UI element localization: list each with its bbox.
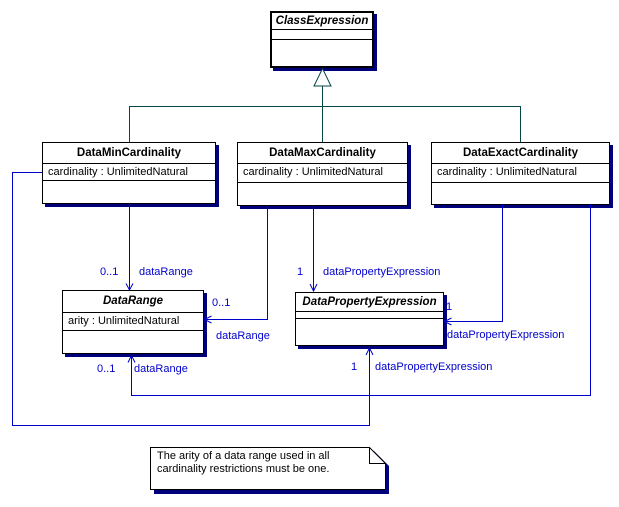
class-title: DataPropertyExpression (296, 293, 443, 312)
arrowhead-icon (203, 315, 212, 324)
uml-class-classexpression: ClassExpression (270, 11, 374, 68)
class-title: DataMinCardinality (43, 143, 215, 164)
class-attribute: cardinality : UnlimitedNatural (238, 164, 407, 183)
class-title: DataMaxCardinality (238, 143, 407, 164)
arrowhead-icon (365, 346, 374, 356)
role-label: dataPropertyExpression (447, 329, 565, 341)
class-attribute: cardinality : UnlimitedNatural (43, 164, 215, 181)
multiplicity-label: 0..1 (100, 266, 119, 278)
multiplicity-label: 1 (446, 301, 453, 313)
uml-class-datamincardinality: DataMinCardinality cardinality : Unlimit… (42, 142, 216, 204)
class-attribute-compartment (296, 312, 443, 319)
arrowhead-icon (127, 354, 136, 363)
multiplicity-label: 0..1 (212, 297, 231, 309)
association-exact-dpe (444, 204, 503, 322)
uml-class-datarange: DataRange arity : UnlimitedNatural (62, 290, 204, 354)
class-title: DataExactCardinality (432, 143, 609, 164)
class-title: ClassExpression (272, 13, 372, 30)
uml-note-text: The arity of a data range used in all ca… (157, 450, 372, 476)
role-label: dataPropertyExpression (323, 266, 441, 278)
multiplicity-label: 1 (351, 361, 358, 373)
class-title: DataRange (63, 291, 203, 313)
uml-class-datamaxcardinality: DataMaxCardinality cardinality : Unlimit… (237, 142, 408, 206)
arrowhead-icon (443, 317, 452, 326)
role-label: dataRange (216, 330, 270, 342)
multiplicity-label: 1 (297, 266, 304, 278)
note-text-line: The arity of a data range used in all (157, 450, 330, 462)
generalization-branch-line (129, 106, 521, 142)
uml-class-dataexactcardinality: DataExactCardinality cardinality : Unlim… (431, 142, 610, 205)
role-label: dataRange (134, 363, 188, 375)
note-text-line: cardinality restrictions must be one. (157, 463, 330, 475)
multiplicity-label: 0..1 (97, 363, 116, 375)
class-attribute-compartment (272, 30, 372, 40)
role-label: dataPropertyExpression (375, 361, 493, 373)
generalization-lines (129, 67, 521, 142)
generalization-triangle-icon (313, 67, 332, 87)
class-attribute: cardinality : UnlimitedNatural (432, 164, 609, 183)
uml-class-datapropertyexpression: DataPropertyExpression (295, 292, 444, 346)
class-attribute: arity : UnlimitedNatural (63, 313, 203, 331)
role-label: dataRange (139, 266, 193, 278)
arrowhead-icon (309, 283, 318, 293)
